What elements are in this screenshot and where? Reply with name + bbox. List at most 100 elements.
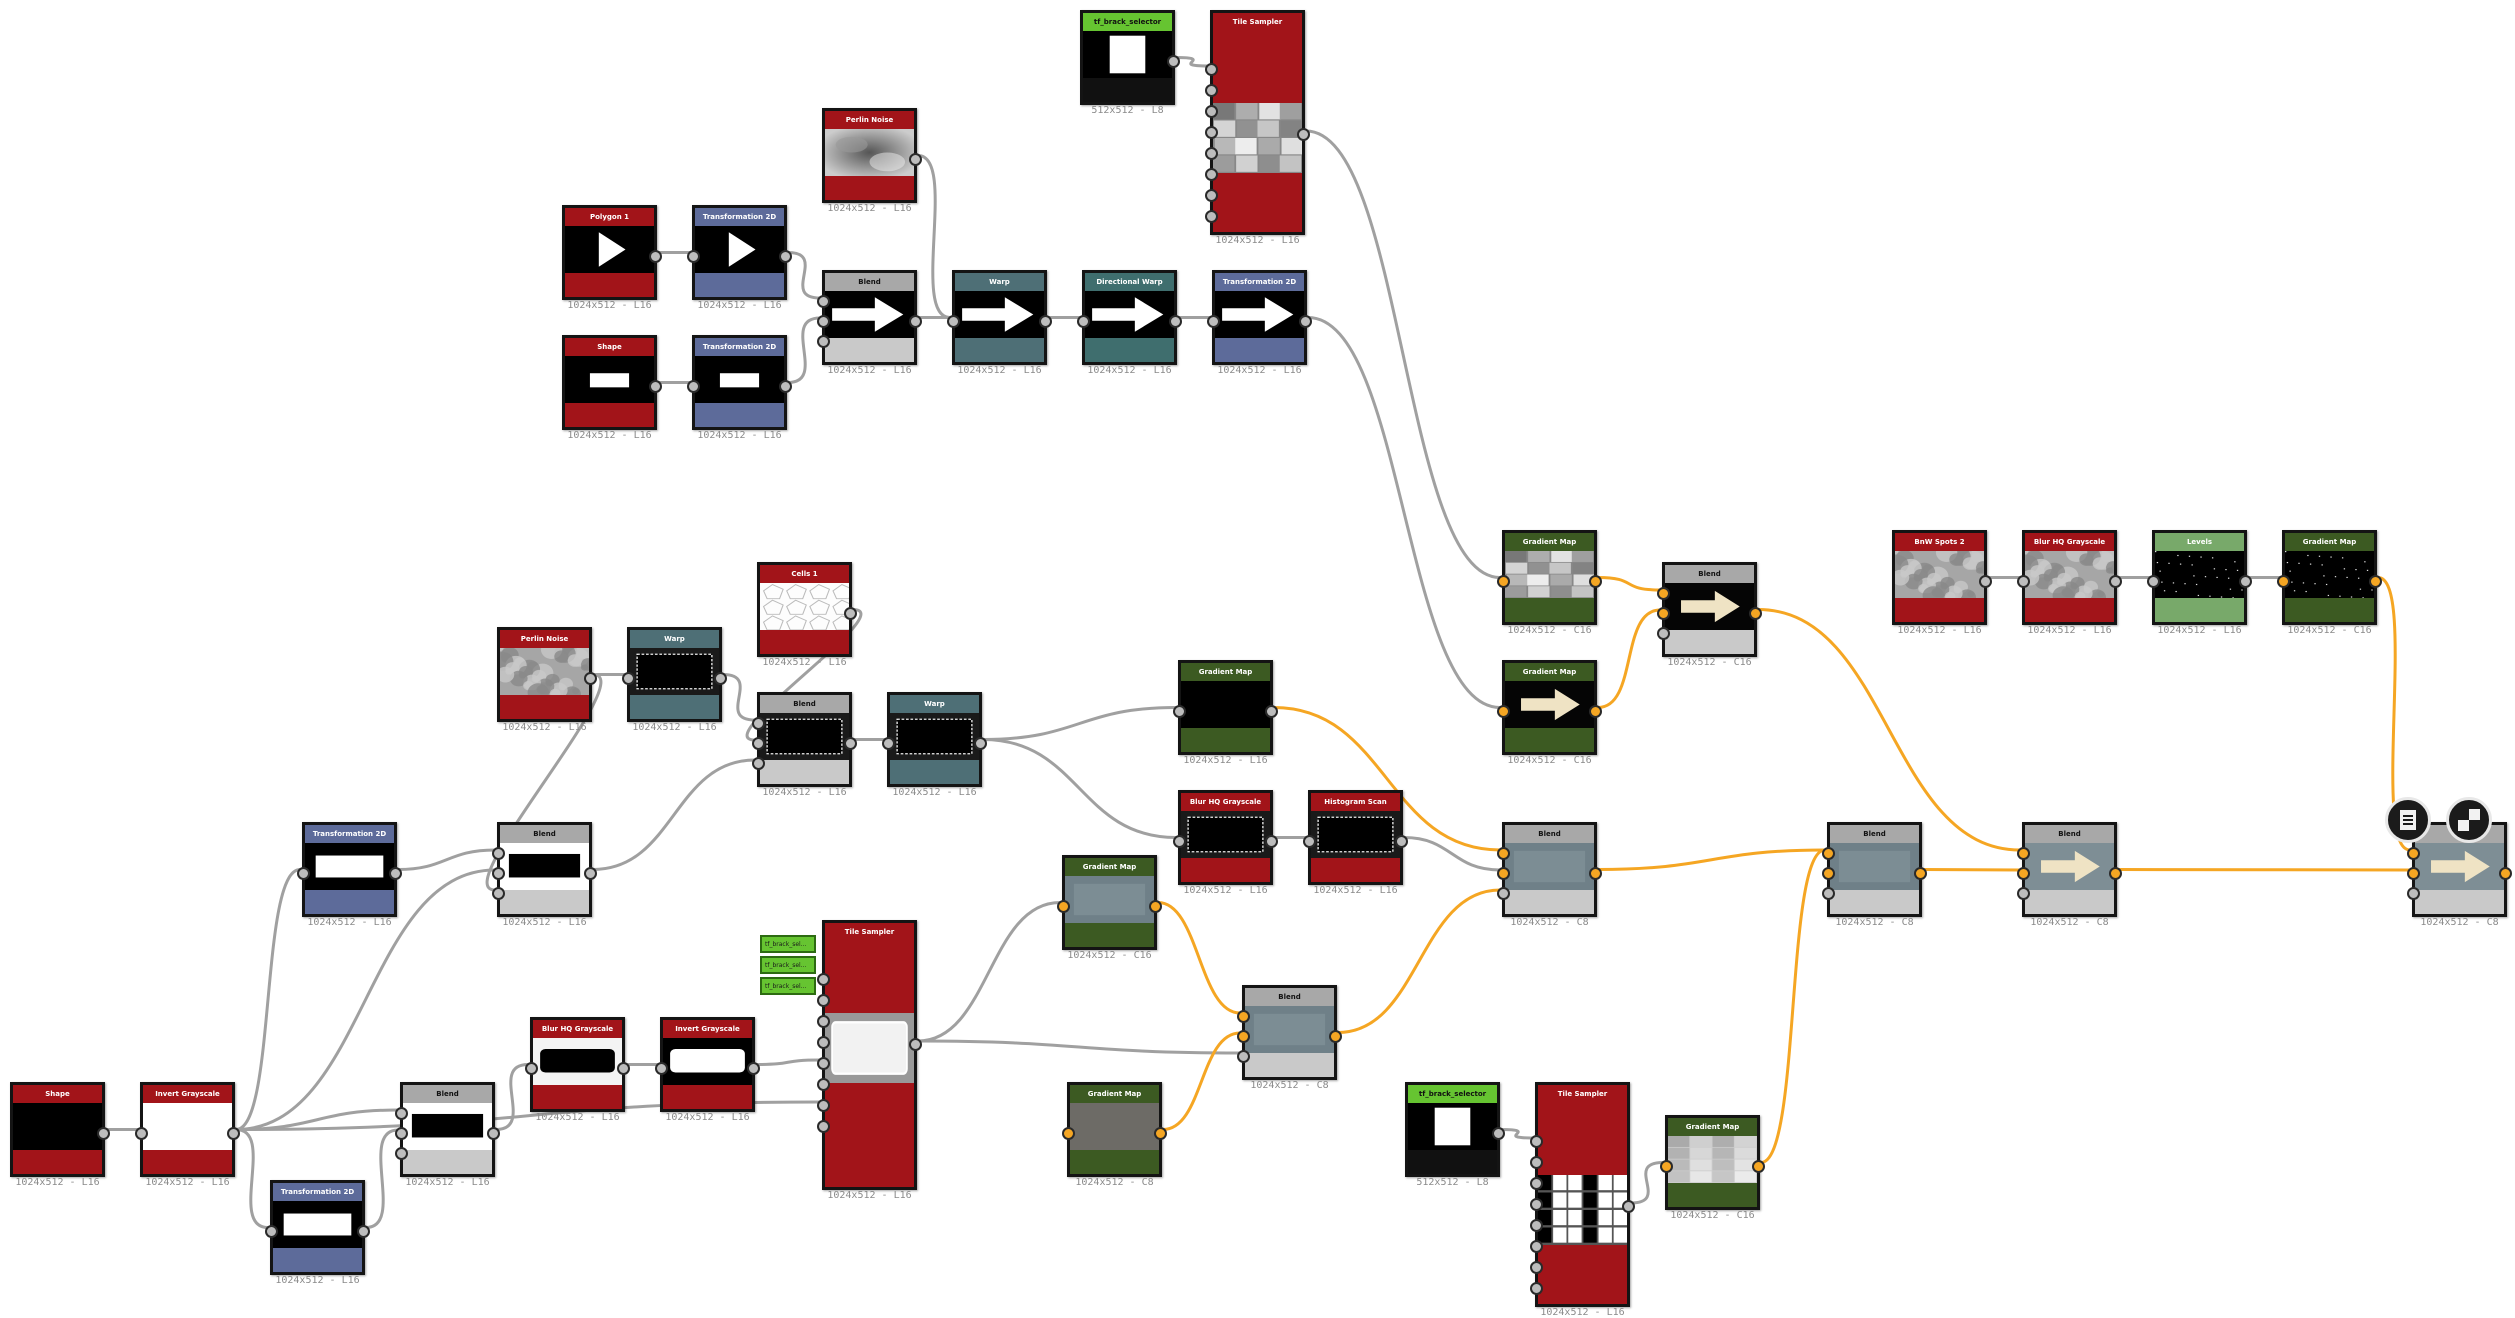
input-port[interactable] xyxy=(1822,847,1835,860)
input-port[interactable] xyxy=(1173,704,1186,718)
input-port[interactable] xyxy=(135,1126,148,1140)
input-port[interactable] xyxy=(395,1127,408,1140)
input-port[interactable] xyxy=(1237,1010,1250,1023)
connection-wire[interactable] xyxy=(917,1039,1241,1055)
output-port[interactable] xyxy=(1039,314,1052,328)
input-port[interactable] xyxy=(687,379,700,393)
output-port[interactable] xyxy=(974,736,987,750)
output-port[interactable] xyxy=(1589,704,1602,718)
input-port[interactable] xyxy=(1057,899,1070,913)
output-port[interactable] xyxy=(1979,574,1992,588)
output-port[interactable] xyxy=(1622,1200,1635,1213)
input-port[interactable] xyxy=(1237,1050,1250,1063)
input-port[interactable] xyxy=(687,249,700,263)
input-port[interactable] xyxy=(817,1036,830,1049)
input-port[interactable] xyxy=(1657,587,1670,600)
output-port[interactable] xyxy=(389,866,402,880)
input-port[interactable] xyxy=(2147,574,2160,588)
connection-wire[interactable] xyxy=(1757,608,2021,852)
output-port[interactable] xyxy=(584,671,597,685)
output-port[interactable] xyxy=(2109,574,2122,588)
input-port[interactable] xyxy=(265,1224,278,1238)
connection-wire[interactable] xyxy=(1500,1128,1534,1140)
input-port[interactable] xyxy=(817,335,830,348)
input-port[interactable] xyxy=(1530,1156,1543,1169)
connection-wire[interactable] xyxy=(1305,129,1501,579)
input-port[interactable] xyxy=(1530,1282,1543,1295)
connection-wire[interactable] xyxy=(1403,836,1501,872)
input-port[interactable] xyxy=(1822,867,1835,880)
input-port[interactable] xyxy=(1205,63,1218,76)
output-port[interactable] xyxy=(487,1126,500,1140)
output-port[interactable] xyxy=(1749,606,1762,620)
connection-wire[interactable] xyxy=(1760,848,1826,1164)
input-port[interactable] xyxy=(1062,1126,1075,1140)
input-port[interactable] xyxy=(2017,574,2030,588)
input-port[interactable] xyxy=(1303,834,1316,848)
connection-wire[interactable] xyxy=(787,251,821,300)
input-port[interactable] xyxy=(752,737,765,750)
output-port[interactable] xyxy=(1265,834,1278,848)
input-port[interactable] xyxy=(817,1078,830,1091)
output-port[interactable] xyxy=(1169,314,1182,328)
mini-selector-node[interactable]: tf_brack_sel... xyxy=(760,956,816,974)
input-port[interactable] xyxy=(752,717,765,730)
output-port[interactable] xyxy=(1154,1126,1167,1140)
input-port[interactable] xyxy=(817,994,830,1007)
input-port[interactable] xyxy=(395,1107,408,1120)
connection-wire[interactable] xyxy=(755,1058,821,1066)
output-port[interactable] xyxy=(649,379,662,393)
input-port[interactable] xyxy=(492,867,505,880)
connection-wire[interactable] xyxy=(1597,848,1826,871)
output-port[interactable] xyxy=(747,1061,760,1075)
output-port[interactable] xyxy=(1914,866,1927,880)
connection-wire[interactable] xyxy=(235,1108,399,1131)
input-port[interactable] xyxy=(882,736,895,750)
connection-wire[interactable] xyxy=(982,738,1177,839)
input-port[interactable] xyxy=(817,1120,830,1133)
input-port[interactable] xyxy=(1207,314,1220,328)
output-port[interactable] xyxy=(2369,574,2382,588)
output-port[interactable] xyxy=(1167,54,1180,68)
input-port[interactable] xyxy=(817,315,830,328)
connection-wire[interactable] xyxy=(917,154,951,319)
output-port[interactable] xyxy=(1395,834,1408,848)
connection-wire[interactable] xyxy=(2117,868,2411,872)
input-port[interactable] xyxy=(2407,847,2420,860)
output-port[interactable] xyxy=(357,1224,370,1238)
output-port[interactable] xyxy=(97,1126,110,1140)
output-port[interactable] xyxy=(2109,866,2122,880)
output-port[interactable] xyxy=(1492,1126,1505,1140)
input-port[interactable] xyxy=(1497,574,1510,588)
input-port[interactable] xyxy=(1205,147,1218,160)
connection-wire[interactable] xyxy=(397,848,496,871)
output-port[interactable] xyxy=(779,249,792,263)
connection-wire[interactable] xyxy=(917,901,1061,1043)
output-port[interactable] xyxy=(1589,574,1602,588)
input-port[interactable] xyxy=(1497,887,1510,900)
output-port[interactable] xyxy=(649,249,662,263)
